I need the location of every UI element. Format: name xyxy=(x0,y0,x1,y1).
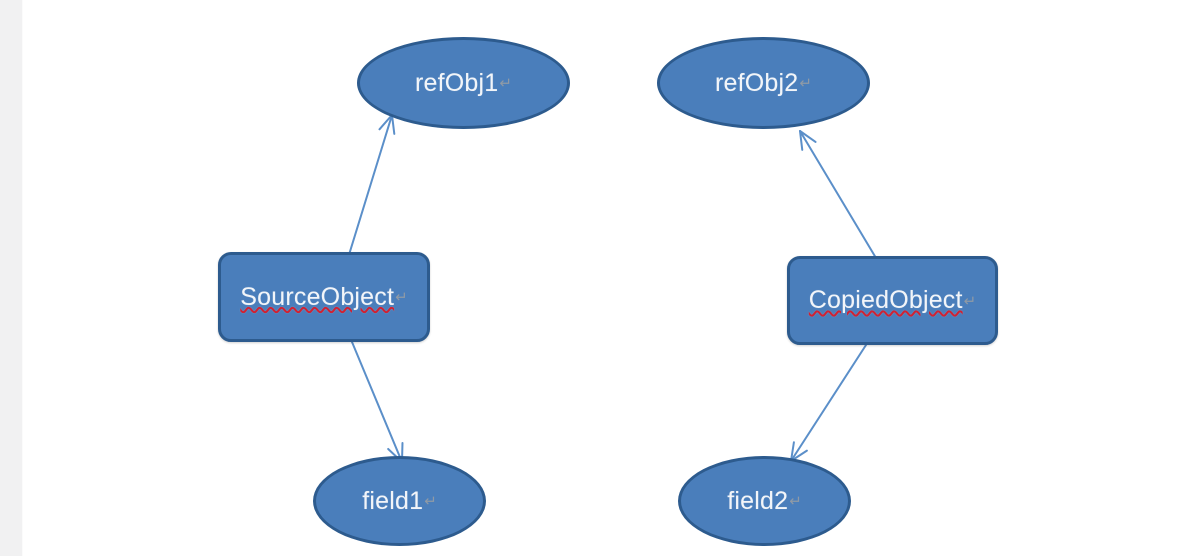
node-refObj1[interactable]: refObj1↵ xyxy=(357,37,570,129)
node-label-refObj2: refObj2 xyxy=(715,68,799,97)
node-label-CopiedObject: CopiedObject xyxy=(808,286,963,314)
arrowhead-barb xyxy=(799,130,817,143)
return-mark-icon: ↵ xyxy=(424,493,437,510)
return-mark-icon: ↵ xyxy=(963,292,977,310)
node-label-SourceObject: SourceObject xyxy=(240,282,395,311)
connector-source-to-refObj1 xyxy=(347,114,396,259)
page-gutter xyxy=(0,0,22,556)
arrowhead-barb xyxy=(391,114,396,135)
connector-line xyxy=(351,341,403,463)
return-mark-icon: ↵ xyxy=(799,75,812,92)
node-label-field2: field2 xyxy=(727,486,789,515)
connector-copied-to-refObj2 xyxy=(799,130,877,259)
connector-line xyxy=(347,114,393,259)
node-label-refObj1: refObj1 xyxy=(415,68,499,97)
arrowhead-barb xyxy=(378,114,393,131)
return-mark-icon: ↵ xyxy=(395,289,408,306)
node-field1[interactable]: field1↵ xyxy=(313,456,486,546)
node-CopiedObject[interactable]: CopiedObject↵ xyxy=(787,256,998,345)
connector-source-to-field1 xyxy=(351,341,404,463)
node-refObj2[interactable]: refObj2↵ xyxy=(657,37,870,129)
connector-line xyxy=(799,130,877,259)
connector-line xyxy=(790,344,867,462)
arrowhead-barb xyxy=(799,130,804,151)
connector-copied-to-field2 xyxy=(790,344,867,462)
page-gutter-edge xyxy=(22,0,23,556)
node-label-field1: field1 xyxy=(362,486,424,515)
node-SourceObject[interactable]: SourceObject↵ xyxy=(218,252,430,342)
return-mark-icon: ↵ xyxy=(499,75,512,92)
node-field2[interactable]: field2↵ xyxy=(678,456,851,546)
return-mark-icon: ↵ xyxy=(789,493,802,510)
